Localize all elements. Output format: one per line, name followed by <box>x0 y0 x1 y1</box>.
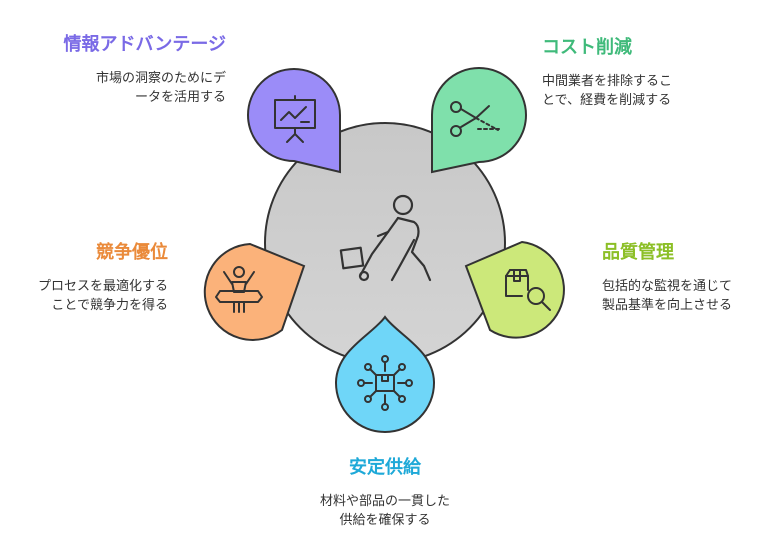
quality-desc-line: 製品基準を向上させる <box>602 298 733 313</box>
label-quality: 品質管理 包括的な監視を通じて 製品基準を向上させる <box>602 241 762 315</box>
supply-title: 安定供給 <box>349 457 421 478</box>
supply-desc: 材料や部品の一貫した 供給を確保する <box>285 492 485 530</box>
advantage-title: 競争優位 <box>96 242 168 263</box>
winner-icon <box>215 266 263 313</box>
node-supply <box>334 315 436 433</box>
box-inspect-icon <box>505 269 551 311</box>
advantage-desc-line: ことで競争力を得る <box>51 298 168 313</box>
person-pushing-cart-icon <box>339 194 432 282</box>
info-title: 情報アドバンテージ <box>63 34 226 55</box>
node-info-shape <box>247 68 341 174</box>
node-cost <box>431 67 527 174</box>
cost-title: コスト削減 <box>542 37 632 58</box>
cost-desc-line: 中間業者を排除するこ <box>542 74 673 89</box>
info-desc: 市場の洞察のためにデ ータを活用する <box>40 69 226 107</box>
cost-desc-line: とで、経費を削減する <box>542 93 672 108</box>
node-quality-shape <box>464 240 565 339</box>
supply-desc-line: 供給を確保する <box>339 513 431 528</box>
quality-desc-line: 包括的な監視を通じて <box>602 279 733 294</box>
info-desc-line: ータを活用する <box>134 90 226 105</box>
label-supply: 安定供給 材料や部品の一貫した 供給を確保する <box>285 456 485 530</box>
node-info <box>247 68 341 174</box>
quality-desc: 包括的な監視を通じて 製品基準を向上させる <box>602 277 762 315</box>
scissors-icon <box>450 101 501 137</box>
info-desc-line: 市場の洞察のためにデ <box>95 71 226 86</box>
label-advantage: 競争優位 プロセスを最適化する ことで競争力を得る <box>8 241 168 315</box>
node-advantage <box>203 242 306 341</box>
presentation-chart-icon <box>274 95 316 143</box>
quality-title: 品質管理 <box>602 242 674 263</box>
node-quality <box>464 240 565 339</box>
supply-desc-line: 材料や部品の一貫した <box>319 494 450 509</box>
cost-desc: 中間業者を排除するこ とで、経費を削減する <box>542 72 742 110</box>
advantage-desc: プロセスを最適化する ことで競争力を得る <box>8 277 168 315</box>
network-box-icon <box>357 355 413 411</box>
advantage-desc-line: プロセスを最適化する <box>37 279 168 294</box>
label-info: 情報アドバンテージ 市場の洞察のためにデ ータを活用する <box>40 33 226 107</box>
label-cost: コスト削減 中間業者を排除するこ とで、経費を削減する <box>542 36 742 110</box>
